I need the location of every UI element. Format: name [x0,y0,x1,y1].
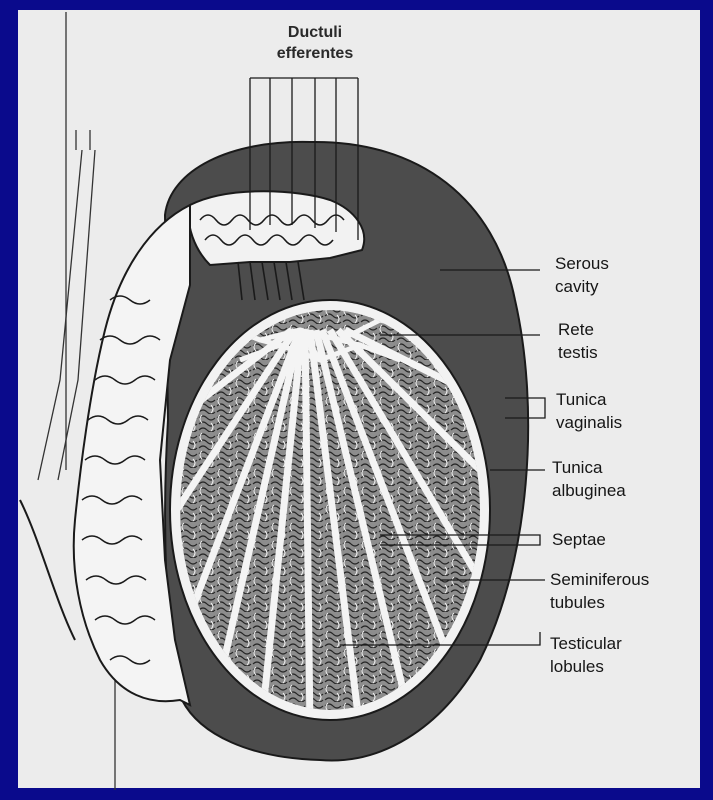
label-serous-line2: cavity [555,275,609,298]
label-lobules-line2: lobules [550,655,622,678]
label-serous-line1: Serous [555,252,609,275]
label-rete-testis: Rete testis [558,318,598,364]
label-seminiferous-line1: Seminiferous [550,568,649,591]
label-albuginea-line1: Tunica [552,456,626,479]
label-tunica-vaginalis: Tunica vaginalis [556,388,622,434]
label-ductuli-line2: efferentes [250,43,380,64]
label-rete-line2: testis [558,341,598,364]
label-testicular-lobules: Testicular lobules [550,632,622,678]
label-seminiferous-tubules: Seminiferous tubules [550,568,649,614]
label-septae-line1: Septae [552,528,606,551]
label-ductuli-efferentes: Ductuli efferentes [250,22,380,64]
label-vaginalis-line2: vaginalis [556,411,622,434]
label-septae: Septae [552,528,606,551]
label-seminiferous-line2: tubules [550,591,649,614]
label-serous-cavity: Serous cavity [555,252,609,298]
label-tunica-albuginea: Tunica albuginea [552,456,626,502]
label-rete-line1: Rete [558,318,598,341]
label-ductuli-line1: Ductuli [250,22,380,43]
label-vaginalis-line1: Tunica [556,388,622,411]
label-lobules-line1: Testicular [550,632,622,655]
label-albuginea-line2: albuginea [552,479,626,502]
